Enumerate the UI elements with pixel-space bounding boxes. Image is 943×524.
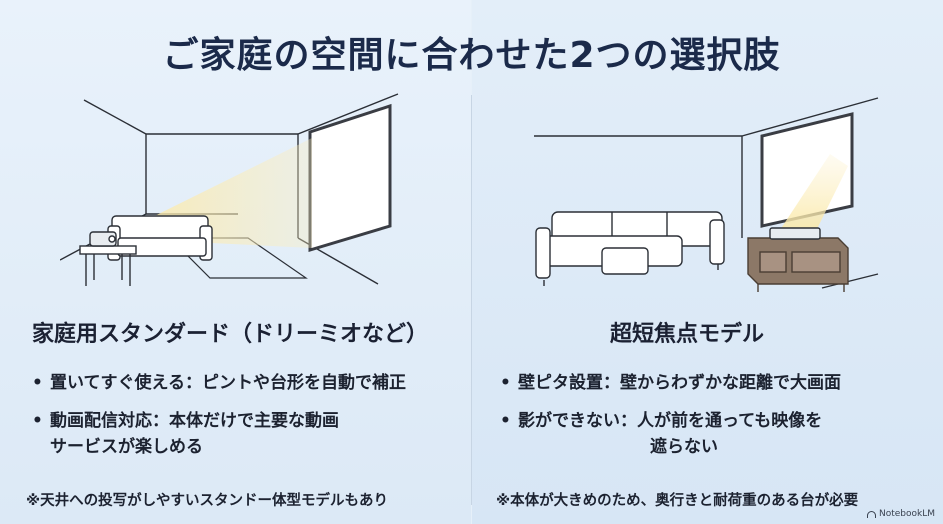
projection-beam bbox=[778, 154, 848, 235]
side-table bbox=[79, 245, 137, 255]
standard-projector-heading: 家庭用スタンダード（ドリーミオなど） bbox=[32, 322, 429, 347]
ust-projector bbox=[769, 227, 821, 240]
feature-text-continued: 遮らない bbox=[650, 437, 718, 457]
feature-text: 壁ピタ設置：壁からわずかな距離で大画面 bbox=[518, 373, 841, 393]
ust-projector-heading: 超短焦点モデル bbox=[610, 322, 765, 347]
watermark-text: NotebookLM bbox=[878, 509, 935, 519]
feature-item: 動画配信対応：本体だけで主要な動画 サービスが楽しめる bbox=[32, 408, 462, 460]
feature-item: 影ができない：人が前を通っても映像を 遮らない bbox=[500, 408, 930, 460]
sectional-sofa bbox=[535, 211, 725, 286]
feature-item: 置いてすぐ使える：ピントや台形を自動で補正 bbox=[32, 370, 462, 396]
feature-item: 壁ピタ設置：壁からわずかな距離で大画面 bbox=[500, 370, 930, 396]
panel-divider bbox=[471, 95, 472, 505]
ultra-short-throw-room-illustration bbox=[534, 97, 879, 292]
feature-text: 動画配信対応：本体だけで主要な動画 bbox=[50, 411, 339, 431]
standard-projector-room-illustration bbox=[60, 93, 399, 286]
watermark: NotebookLM bbox=[866, 509, 935, 519]
ust-features-list: 壁ピタ設置：壁からわずかな距離で大画面 影ができない：人が前を通っても映像を 遮… bbox=[500, 370, 930, 472]
page-title: ご家庭の空間に合わせた2つの選択肢 bbox=[162, 35, 781, 76]
feature-text-continued: サービスが楽しめる bbox=[50, 437, 203, 457]
wall-screen bbox=[308, 103, 392, 253]
ceiling-edge-line bbox=[83, 99, 147, 135]
feature-text: 置いてすぐ使える：ピントや台形を自動で補正 bbox=[50, 373, 406, 393]
projector bbox=[89, 231, 117, 247]
tv-stand bbox=[747, 237, 849, 292]
ust-note: ※本体が大きめのため、奥行きと耐荷重のある台が必要 bbox=[496, 493, 859, 509]
standard-note: ※天井への投写がしやすいスタンドー体型モデルもあり bbox=[26, 493, 388, 509]
standard-features-list: 置いてすぐ使える：ピントや台形を自動で補正 動画配信対応：本体だけで主要な動画 … bbox=[32, 370, 462, 472]
feature-text: 影ができない：人が前を通っても映像を bbox=[518, 411, 823, 431]
notebooklm-icon bbox=[866, 510, 876, 518]
